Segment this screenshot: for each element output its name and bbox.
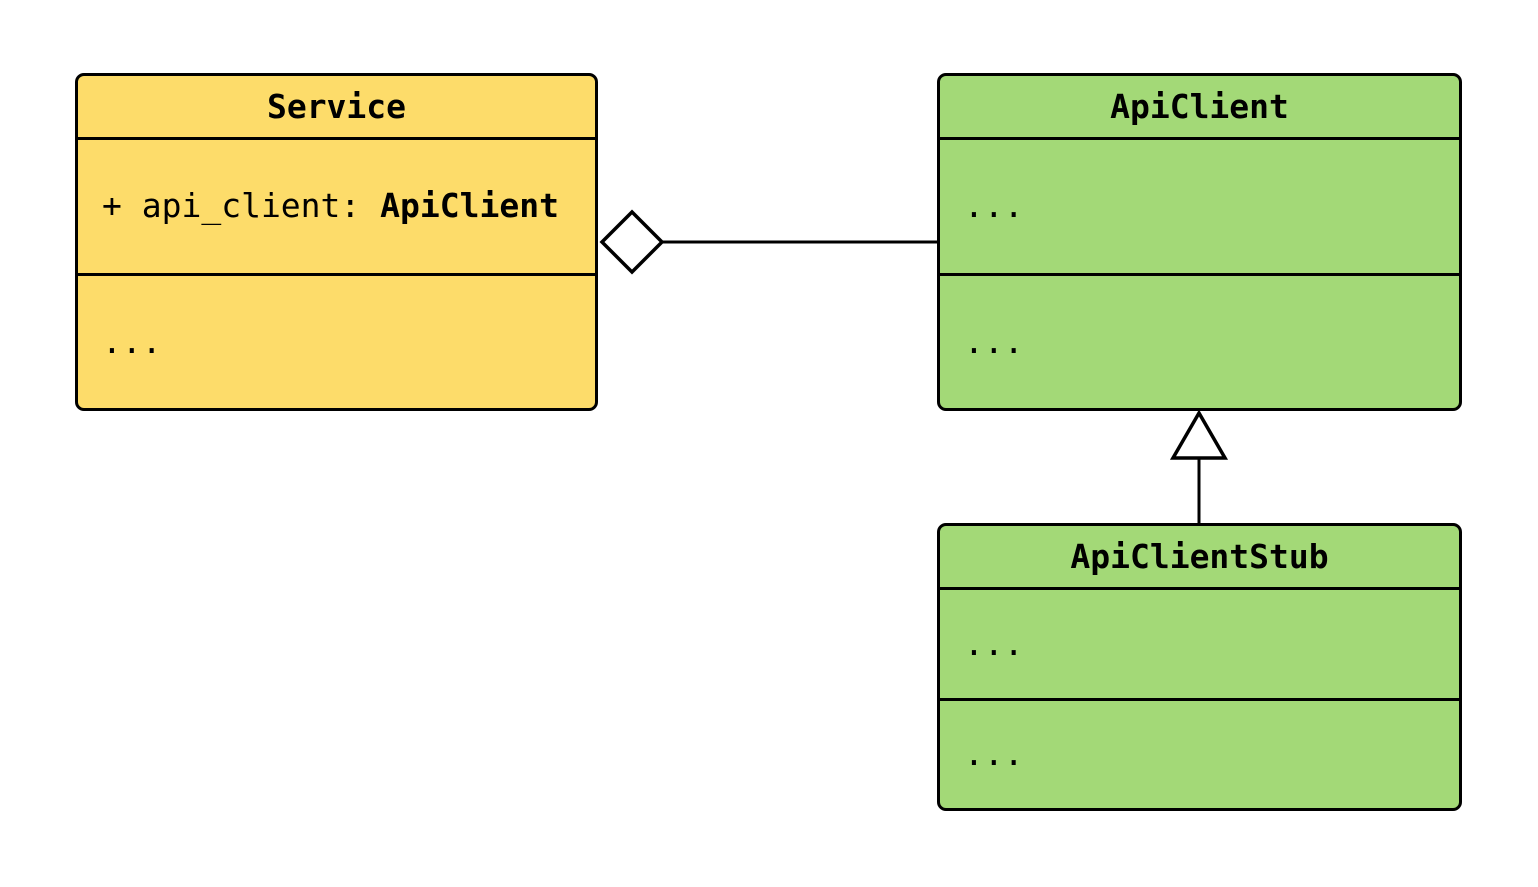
class-name: ApiClientStub	[1070, 536, 1329, 576]
class-name: Service	[266, 86, 407, 126]
methods-placeholder: ...	[964, 321, 1024, 361]
class-name: ApiClient	[1110, 86, 1289, 126]
methods-placeholder: ...	[964, 734, 1024, 774]
attributes-compartment: + api_client: ApiClient	[78, 137, 595, 273]
attribute-prefix: + api_client:	[102, 186, 381, 226]
hollow-diamond-marker	[599, 209, 665, 275]
attributes-placeholder: ...	[964, 623, 1024, 663]
class-box-service: Service + api_client: ApiClient ...	[75, 73, 598, 411]
attributes-compartment: ...	[940, 137, 1459, 273]
methods-compartment: ...	[940, 272, 1459, 409]
methods-placeholder: ...	[102, 321, 162, 361]
methods-compartment: ...	[78, 272, 595, 409]
class-box-apiclientstub: ApiClientStub ... ...	[937, 523, 1462, 811]
attribute-type: ApiClient	[380, 186, 559, 226]
class-title-bar: ApiClientStub	[940, 526, 1459, 587]
attributes-compartment: ...	[940, 587, 1459, 698]
methods-compartment: ...	[940, 697, 1459, 809]
class-box-apiclient: ApiClient ... ...	[937, 73, 1462, 411]
hollow-triangle-marker	[1169, 409, 1229, 460]
class-title-bar: Service	[78, 76, 595, 137]
attributes-placeholder: ...	[964, 186, 1024, 226]
class-title-bar: ApiClient	[940, 76, 1459, 137]
attribute-text: + api_client: ApiClient	[102, 186, 559, 226]
